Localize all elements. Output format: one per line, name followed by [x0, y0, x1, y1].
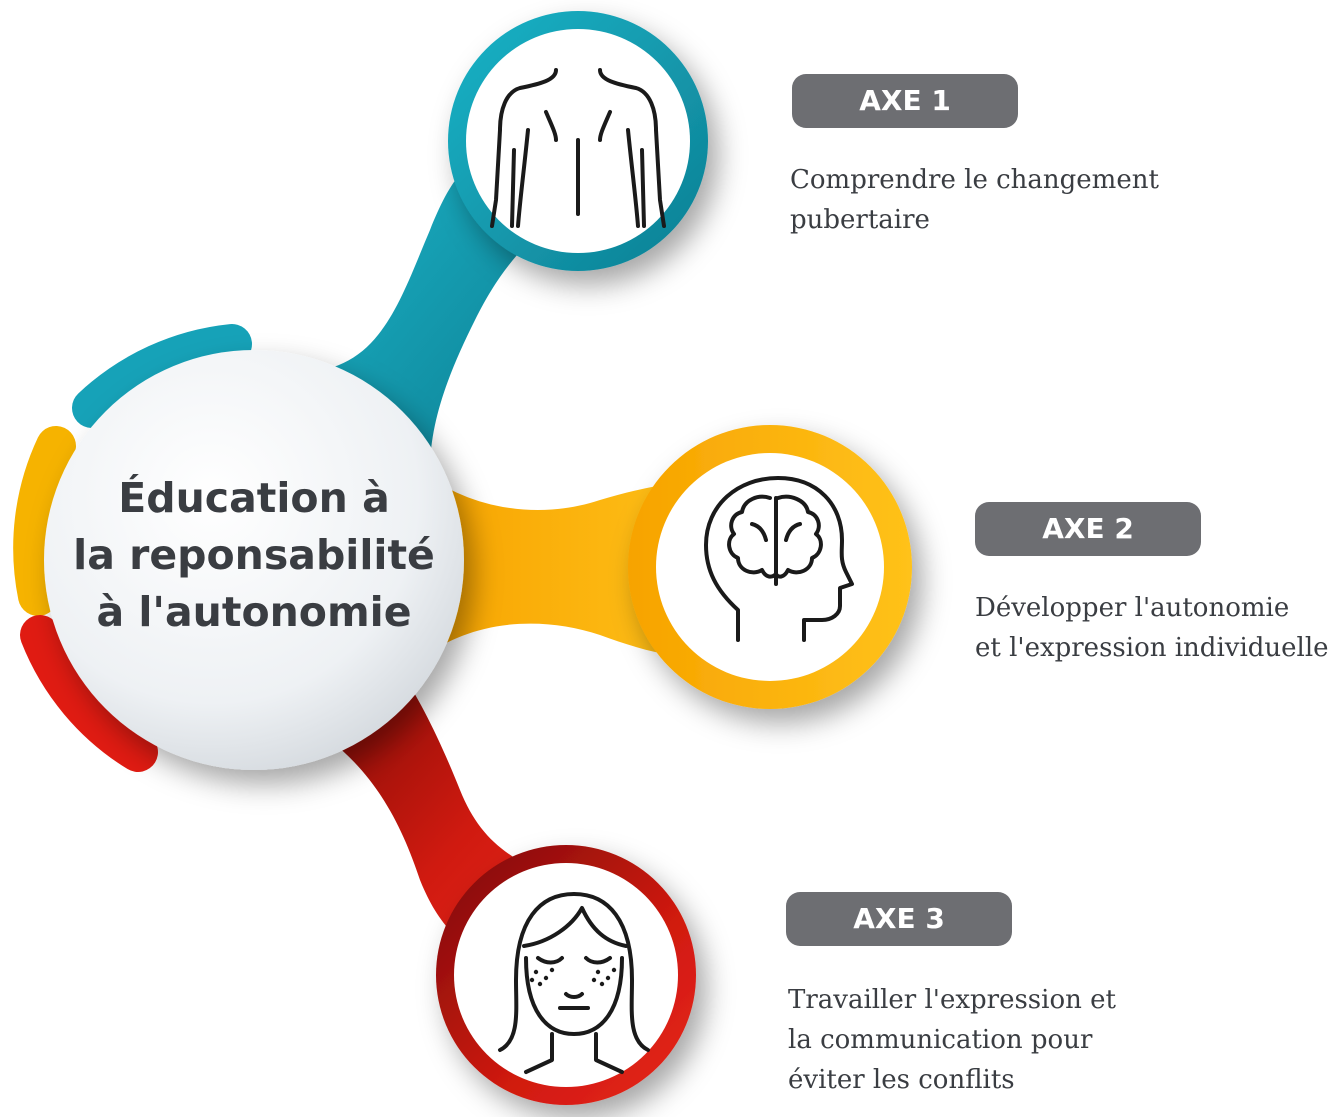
axe2-description: Développer l'autonomie et l'expression i…: [975, 588, 1329, 668]
axe2-description-line: Développer l'autonomie: [975, 593, 1290, 623]
axe3-description-line: Travailler l'expression et: [788, 985, 1116, 1015]
center-outer-arcs: [13, 324, 252, 772]
axe1-badge: AXE 1: [792, 74, 1018, 128]
face-freckles-icon: [498, 892, 650, 1074]
center-title-line: Éducation à: [118, 474, 390, 522]
axe3-description-line: éviter les conflits: [788, 1065, 1015, 1095]
center-node: [44, 350, 464, 770]
axe3-description: Travailler l'expression et la communicat…: [788, 980, 1116, 1100]
torso-back-icon: [490, 68, 666, 228]
center-title-line: à l'autonomie: [96, 588, 412, 636]
center-title: Éducation à la reponsabilité à l'autonom…: [52, 470, 456, 641]
axe3-node: [436, 845, 696, 1105]
axe2-badge: AXE 2: [975, 502, 1201, 556]
axe2-node: [628, 425, 912, 709]
center-title-line: la reponsabilité: [73, 531, 435, 579]
axe3-description-line: la communication pour: [788, 1025, 1093, 1055]
brain-head-icon: [704, 476, 854, 642]
axe1-description-line: Comprendre le changement: [790, 165, 1159, 195]
axe2-description-line: et l'expression individuelle: [975, 633, 1329, 663]
axe1-description-line: pubertaire: [790, 205, 930, 235]
freckles: [529, 967, 617, 987]
axe1-description: Comprendre le changement pubertaire: [790, 160, 1159, 240]
axe3-badge: AXE 3: [786, 892, 1012, 946]
